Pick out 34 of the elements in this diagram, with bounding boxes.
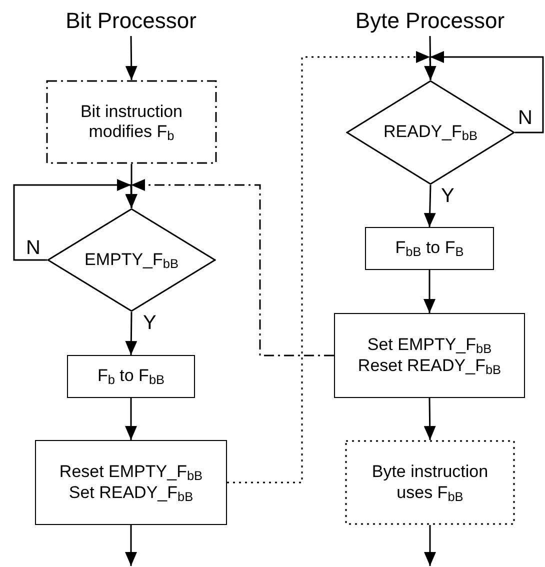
node-text: Reset EMPTY_F$_{bB}$ [58, 462, 204, 482]
node-text: EMPTY_F$_{bB}$ [83, 250, 180, 270]
edge-label: N [518, 108, 532, 128]
arrow [424, 51, 544, 134]
edge-label: Y [143, 313, 156, 333]
arrow [125, 525, 137, 566]
arrow [125, 179, 334, 356]
node-text: Bit instruction modifies F$_{b}$ [79, 102, 184, 142]
edge-label: N [26, 238, 40, 258]
node-text: F$_{b}$ to F$_{bB}$ [96, 366, 166, 387]
decision-diamond [47, 208, 216, 312]
node-text: READY_F$_{bB}$ [382, 122, 479, 143]
process-box [35, 440, 227, 525]
node-text: Byte Processor [354, 8, 506, 34]
process-box [365, 227, 494, 270]
node-text: Set EMPTY_F$_{bB}$ [366, 335, 493, 356]
process-box [345, 440, 515, 525]
arrow [424, 398, 436, 440]
process-box [334, 313, 525, 398]
arrow [125, 312, 138, 355]
edge-label: Y [441, 186, 454, 206]
node-text: Reset READY_F$_{bB}$ [356, 356, 502, 376]
node-text: Bit Processor [64, 8, 198, 34]
node-text: F$_{bB}$ to F$_{B}$ [394, 238, 465, 259]
node-text: Set READY_F$_{bB}$ [68, 482, 194, 503]
decision-diamond [346, 80, 515, 185]
arrow [424, 184, 436, 228]
arrow [125, 398, 137, 440]
arrow [424, 525, 436, 566]
arrow [125, 36, 138, 80]
process-box [67, 355, 195, 398]
process-box [46, 80, 217, 164]
arrow [424, 270, 436, 313]
node-text: Byte instruction uses F$_{bB}$ [370, 462, 490, 503]
